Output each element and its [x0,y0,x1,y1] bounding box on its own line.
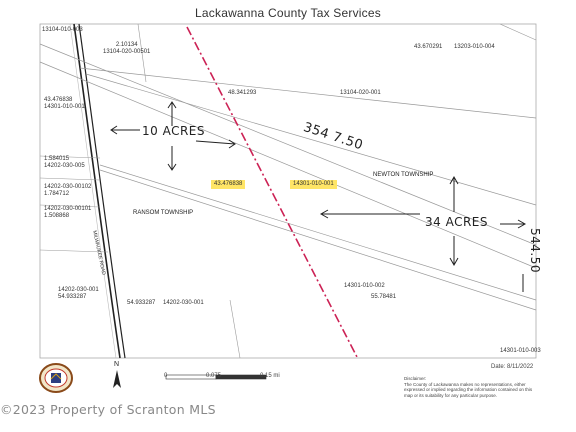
arrowhead-left [319,209,329,219]
scale-tick-2: 0.15 mi [260,373,280,379]
township-label-newton: NEWTON TOWNSHIP [373,172,434,178]
handwritten-10-acres: 10 ACRES [142,124,205,138]
map-title: Lackawanna County Tax Services [195,6,381,20]
highlighted-parcel-id-label: 14301-010-001 [290,180,337,189]
road-line-a [73,23,121,359]
mls-watermark: ©2023 Property of Scranton MLS [0,402,216,417]
arrows-10-acres [110,101,236,171]
parcel-line [137,23,147,83]
map-frame [39,23,537,359]
arrowhead-up [449,175,459,185]
parcel-label: 54.933287 [127,300,156,306]
county-seal-icon [39,363,73,393]
handwritten-dimension-side: 544.50 [528,228,542,273]
parcel-line [39,177,101,181]
road-edge [69,23,117,359]
arrowhead-right [517,219,527,229]
road-line-b [78,23,126,359]
arrowhead-up [167,101,177,109]
arrows-34-acres [319,175,527,292]
parcel-line [229,299,241,359]
north-arrow-icon [113,370,121,388]
disclaimer-body: The County of Lackawanna makes no repres… [404,381,533,398]
parcel-line [39,249,109,253]
handwritten-34-acres: 34 ACRES [425,215,488,229]
parcel-label: 14202-030-001 [163,300,204,306]
parcel-label: 13203-010-004 [454,44,495,50]
map-date: Date: 8/11/2022 [491,364,534,370]
parcel-line [39,155,101,159]
arrowhead-left [110,125,118,135]
parcel-line [85,73,537,206]
highlighted-acres-label: 43.476838 [211,180,246,189]
parcel-line [499,23,537,41]
parcel-line [79,67,537,119]
parcel-label: 14301-010-003 [500,348,541,354]
parcel-label: 43.670291 [414,44,443,50]
arrowhead-right [228,139,236,149]
arrow-right-line [195,140,236,145]
disclaimer-title: Disclaimer: [404,376,427,381]
north-label: N [114,361,120,368]
arrowhead-down [167,163,177,171]
parcel-line [39,43,537,246]
township-label-ransom: RANSOM TOWNSHIP [133,210,194,216]
scale-tick-1: 0.075 [206,373,222,379]
scale-bar [165,374,267,380]
parcel-label: 13104-010-003 [42,27,83,33]
disclaimer: Disclaimer: The County of Lackawanna mak… [404,376,534,398]
parcel-label: 55.78481 [371,294,397,300]
parcel-line [99,164,537,301]
parcel-line [39,61,537,269]
arrowhead-down [449,257,459,267]
parcel-label: 14301-010-002 [344,283,385,289]
parcel-line [39,204,101,208]
parcel-label: 48.341293 [228,90,257,96]
parcel-label: 13104-020-001 [340,90,381,96]
scale-tick-0: 0 [164,373,168,379]
parcel-line [99,169,537,311]
township-boundary-dashed [186,26,358,358]
